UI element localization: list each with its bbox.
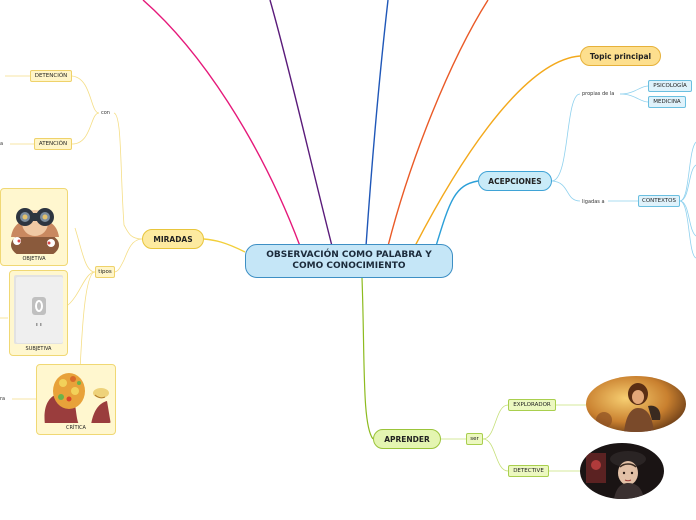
atencion-node[interactable]: ATENCIÓN	[34, 138, 72, 150]
detective-image	[580, 443, 664, 499]
miradas-label: MIRADAS	[153, 234, 193, 244]
explorador-node[interactable]: EXPLORADOR	[508, 399, 556, 411]
explorador-label: EXPLORADOR	[513, 402, 551, 408]
topic-principal-node[interactable]: Topic principal	[580, 46, 661, 66]
branch-blue-dark	[365, 0, 389, 247]
objetiva-card[interactable]: OBJETIVA	[0, 188, 68, 266]
miradas-links	[0, 75, 143, 400]
acepciones-label: ACEPCIONES	[488, 176, 542, 186]
detective-node[interactable]: DETECTIVE	[508, 465, 549, 477]
branch-purple	[269, 0, 333, 247]
brain-icon	[41, 369, 111, 423]
central-topic[interactable]: OBSERVACIÓN COMO PALABRA Y COMO CONOCIMI…	[245, 244, 453, 278]
critica-label: CRÍTICA	[66, 425, 86, 431]
branch-orange	[387, 0, 489, 247]
detective-label: DETECTIVE	[513, 468, 544, 474]
psicologia-label: PSICOLOGÍA	[653, 83, 687, 89]
contextos-label: CONTEXTOS	[642, 198, 676, 204]
aprender-label: APRENDER	[384, 434, 430, 444]
con-label: con	[101, 110, 110, 116]
ser-label: ser	[470, 436, 479, 442]
atencion-label: ATENCIÓN	[38, 141, 68, 147]
deteccion-node[interactable]: DETENCIÓN	[30, 70, 72, 82]
miradas-node[interactable]: MIRADAS	[142, 229, 204, 249]
subjetiva-card[interactable]: SUBJETIVA	[9, 270, 68, 356]
cut-label-a: a	[0, 141, 4, 147]
phone-icon	[14, 275, 63, 344]
branch-pink	[142, 0, 301, 247]
binoculars-icon	[5, 193, 63, 254]
branch-lime	[361, 277, 374, 440]
propias-label: propias de la	[582, 91, 615, 97]
tipos-label: tipos	[98, 269, 112, 275]
contextos-node[interactable]: CONTEXTOS	[638, 195, 680, 207]
objetiva-label: OBJETIVA	[22, 256, 46, 262]
acepciones-node[interactable]: ACEPCIONES	[478, 171, 552, 191]
topic-principal-label: Topic principal	[589, 51, 652, 61]
acepciones-links	[551, 85, 696, 259]
branch-sky	[435, 180, 479, 247]
medicina-node[interactable]: MEDICINA	[648, 96, 686, 108]
psicologia-node[interactable]: PSICOLOGÍA	[648, 80, 692, 92]
critica-card[interactable]: CRÍTICA	[36, 364, 116, 435]
subjetiva-label: SUBJETIVA	[25, 346, 52, 352]
ligadas-label: ligadas a	[582, 199, 605, 205]
tipos-node[interactable]: tipos	[95, 266, 115, 278]
explorer-image	[586, 376, 686, 432]
central-topic-label: OBSERVACIÓN COMO PALABRA Y COMO CONOCIMI…	[266, 250, 432, 271]
aprender-links	[441, 404, 588, 472]
deteccion-label: DETENCIÓN	[34, 73, 68, 79]
aprender-node[interactable]: APRENDER	[373, 429, 441, 449]
medicina-label: MEDICINA	[653, 99, 681, 105]
branch-yellow	[203, 238, 246, 253]
ser-node[interactable]: ser	[466, 433, 483, 445]
branch-gold	[414, 55, 581, 247]
cut-label-ra: ra	[0, 396, 6, 402]
